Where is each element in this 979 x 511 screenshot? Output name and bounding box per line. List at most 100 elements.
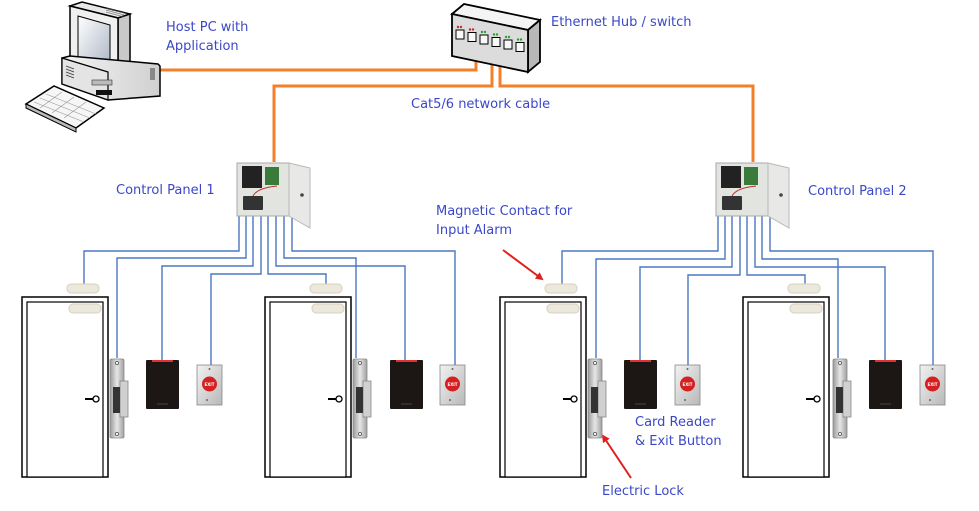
door-leaf (504, 301, 582, 478)
hub-led (471, 28, 475, 31)
signal-wire (275, 216, 406, 360)
host-pc-icon (24, 1, 161, 133)
cable-hub-to-panel1 (272, 58, 494, 162)
door-knob (92, 395, 100, 403)
signal-wires (83, 216, 934, 365)
reader-body (390, 360, 423, 409)
strike-body (119, 380, 129, 418)
strike-screw (357, 360, 363, 366)
hub-led (480, 30, 484, 34)
hub-led (504, 35, 508, 39)
host-pc-label: Host PC with Application (166, 18, 248, 56)
reader-led (875, 360, 896, 362)
magnetic-contact-door-icon (68, 303, 102, 314)
strike-keeper (356, 387, 363, 413)
reader-led (396, 360, 417, 362)
exit-text: EXIT (682, 382, 692, 387)
panel-lock (300, 193, 304, 197)
strike-keeper (113, 387, 120, 413)
exit-red-button (925, 376, 940, 392)
strike-screw (837, 360, 843, 366)
exit-button-icon-4: EXIT (919, 364, 946, 406)
strike-screw (357, 431, 363, 437)
hub-led (468, 28, 472, 31)
magnetic-contact-frame-icon (66, 283, 100, 294)
door-4 (742, 283, 830, 478)
card-reader-label-line1: Card Reader (635, 415, 716, 430)
exit-screw (684, 399, 686, 401)
door-leaf (747, 301, 825, 478)
panel-power-board (265, 167, 279, 185)
devices: EXIT EXIT EXIT EXIT (21, 162, 946, 478)
signal-wire (561, 216, 719, 284)
magnetic-contact-label-line2: Input Alarm (436, 223, 513, 238)
panel-wire (252, 185, 278, 197)
door-knob (813, 395, 821, 403)
host-pc-label-line1: Host PC with (166, 20, 249, 35)
panel-door (767, 162, 790, 229)
exit-text: EXIT (204, 382, 214, 387)
signal-wire (595, 216, 726, 358)
door-knob (570, 395, 578, 403)
magnetic-contact-label-line1: Magnetic Contact for (436, 204, 573, 219)
exit-screw (449, 399, 451, 401)
exit-red-button (445, 376, 460, 392)
strike-screw (114, 431, 120, 437)
strike-screw (837, 431, 843, 437)
hub-ports (455, 25, 525, 52)
ethernet-hub-icon (449, 3, 543, 74)
strike-screw (592, 360, 598, 366)
strike-body (362, 380, 372, 418)
network-cables (160, 58, 755, 162)
exit-screw (931, 368, 934, 370)
signal-wire (639, 216, 733, 360)
exit-screw (208, 368, 211, 370)
control-panel-1-label: Control Panel 1 (116, 183, 215, 198)
reader-body (869, 360, 902, 409)
signal-wire (210, 216, 262, 365)
reader-body (624, 360, 657, 409)
magnetic-contact-door-icon (311, 303, 345, 314)
card-reader-label-line2: & Exit Button (635, 434, 722, 449)
card-reader-icon-4 (869, 360, 902, 409)
panel-battery (722, 196, 742, 210)
electric-lock-icon-4 (832, 358, 852, 439)
panel-power-board (744, 167, 758, 185)
exit-button-icon-2: EXIT (439, 364, 466, 406)
card-reader-icon-1 (146, 360, 179, 409)
cable-label: Cat5/6 network cable (411, 97, 551, 112)
hub-port (503, 39, 513, 50)
control-panel-1-icon (236, 162, 311, 229)
panel-controller-board (242, 166, 262, 188)
magnetic-contact-frame-icon (544, 283, 578, 294)
electric-lock-icon-1 (109, 358, 129, 439)
door-leaf (26, 301, 104, 478)
cable-hub-to-panel2 (498, 58, 755, 162)
electric-lock-icon-2 (352, 358, 372, 439)
hub-port (467, 32, 477, 42)
door-3 (499, 283, 587, 478)
signal-wire (267, 216, 327, 284)
card-reader-icon-3 (624, 360, 657, 409)
panel-battery (243, 196, 263, 210)
card-reader-icon-2 (390, 360, 423, 409)
reader-led (630, 360, 651, 362)
exit-red-button (680, 376, 695, 392)
exit-text: EXIT (927, 382, 937, 387)
hub-led (516, 38, 520, 41)
exit-screw (206, 399, 208, 401)
strike-screw (592, 431, 598, 437)
hub-port (455, 29, 465, 40)
door-1 (21, 283, 109, 478)
magnetic-contact-door-icon (789, 303, 823, 314)
strike-body (597, 380, 607, 418)
exit-red-button (202, 376, 217, 392)
control-panel-2-icon (715, 162, 790, 229)
hub-port (515, 42, 525, 52)
electric-lock-label: Electric Lock (602, 484, 684, 499)
magnetic-contact-frame-icon (787, 283, 821, 294)
hub-led (492, 33, 496, 36)
strike-body (842, 380, 852, 418)
control-panel-2-label: Control Panel 2 (808, 184, 907, 199)
